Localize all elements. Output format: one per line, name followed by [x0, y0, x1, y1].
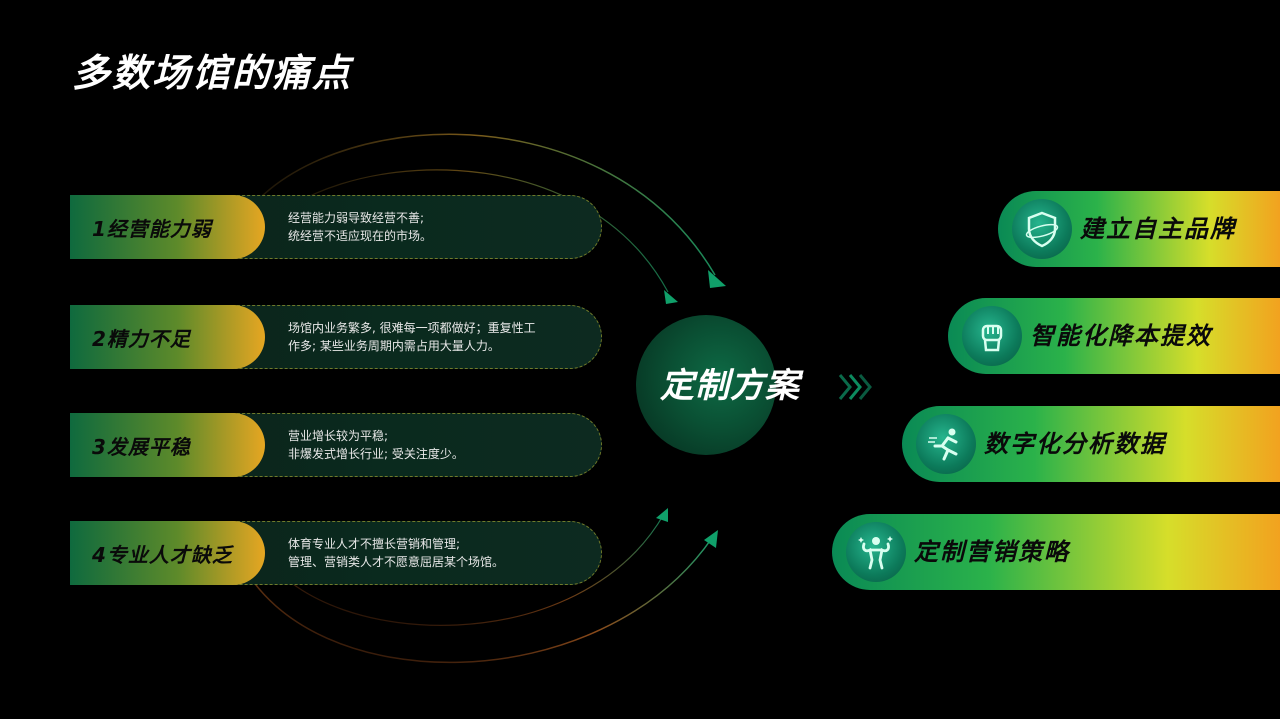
description-line: 作多; 某些业务周期内需占用大量人力。	[288, 339, 500, 353]
solution-label: 智能化降本提效	[1030, 322, 1212, 350]
pain-point-label: 3发展平稳	[70, 413, 265, 477]
description-line: 统经营不适应现在的市场。	[288, 229, 433, 243]
page-title: 多数场馆的痛点	[72, 51, 353, 95]
description-line: 场馆内业务繁多, 很难每一项都做好；重复性工	[288, 321, 536, 335]
center-label: 定制方案	[660, 366, 800, 406]
pain-point-description: 体育专业人才不擅长营销和管理; 管理、营销类人才不愿意屈居某个场馆。	[288, 535, 588, 571]
solution-smart-efficiency: 智能化降本提效	[948, 298, 1280, 374]
runner-icon	[916, 414, 976, 474]
center-circle	[636, 315, 776, 455]
arrow-head-1	[708, 270, 726, 288]
pain-point-label: 2精力不足	[70, 305, 265, 369]
solution-build-brand: 建立自主品牌	[998, 191, 1280, 267]
arc-bottom-inner	[264, 513, 665, 626]
arc-top-outer	[234, 133, 716, 276]
pain-point-4: 4专业人才缺乏 体育专业人才不擅长营销和管理; 管理、营销类人才不愿意屈居某个场…	[70, 521, 602, 585]
solution-label: 数字化分析数据	[984, 430, 1166, 458]
pain-point-label: 1经营能力弱	[70, 195, 265, 259]
fist-icon	[962, 306, 1022, 366]
arrow-head-3	[704, 530, 718, 548]
pain-point-description: 场馆内业务繁多, 很难每一项都做好；重复性工 作多; 某些业务周期内需占用大量人…	[288, 319, 588, 355]
pain-point-label: 4专业人才缺乏	[70, 521, 265, 585]
description-line: 体育专业人才不擅长营销和管理;	[288, 537, 461, 551]
solution-custom-marketing: 定制营销策略	[832, 514, 1280, 590]
description-line: 经营能力弱导致经营不善;	[288, 211, 425, 225]
shield-icon	[1012, 199, 1072, 259]
pain-point-description: 经营能力弱导致经营不善; 统经营不适应现在的市场。	[288, 209, 588, 245]
description-line: 非爆发式增长行业; 受关注度少。	[288, 447, 464, 461]
pain-point-1: 1经营能力弱 经营能力弱导致经营不善; 统经营不适应现在的市场。	[70, 195, 602, 259]
chevron-right-icon	[838, 374, 872, 400]
muscle-man-icon	[846, 522, 906, 582]
description-line: 营业增长较为平稳;	[288, 429, 389, 443]
arrow-head-4	[656, 508, 668, 522]
solution-label: 定制营销策略	[914, 538, 1070, 566]
arrow-head-2	[664, 290, 678, 304]
description-line: 管理、营销类人才不愿意屈居某个场馆。	[288, 555, 505, 569]
solution-label: 建立自主品牌	[1080, 215, 1236, 243]
pain-point-2: 2精力不足 场馆内业务繁多, 很难每一项都做好；重复性工 作多; 某些业务周期内…	[70, 305, 602, 369]
arc-bottom-outer	[239, 537, 713, 663]
solution-digital-analysis: 数字化分析数据	[902, 406, 1280, 482]
pain-point-description: 营业增长较为平稳; 非爆发式增长行业; 受关注度少。	[288, 427, 588, 463]
pain-point-3: 3发展平稳 营业增长较为平稳; 非爆发式增长行业; 受关注度少。	[70, 413, 602, 477]
